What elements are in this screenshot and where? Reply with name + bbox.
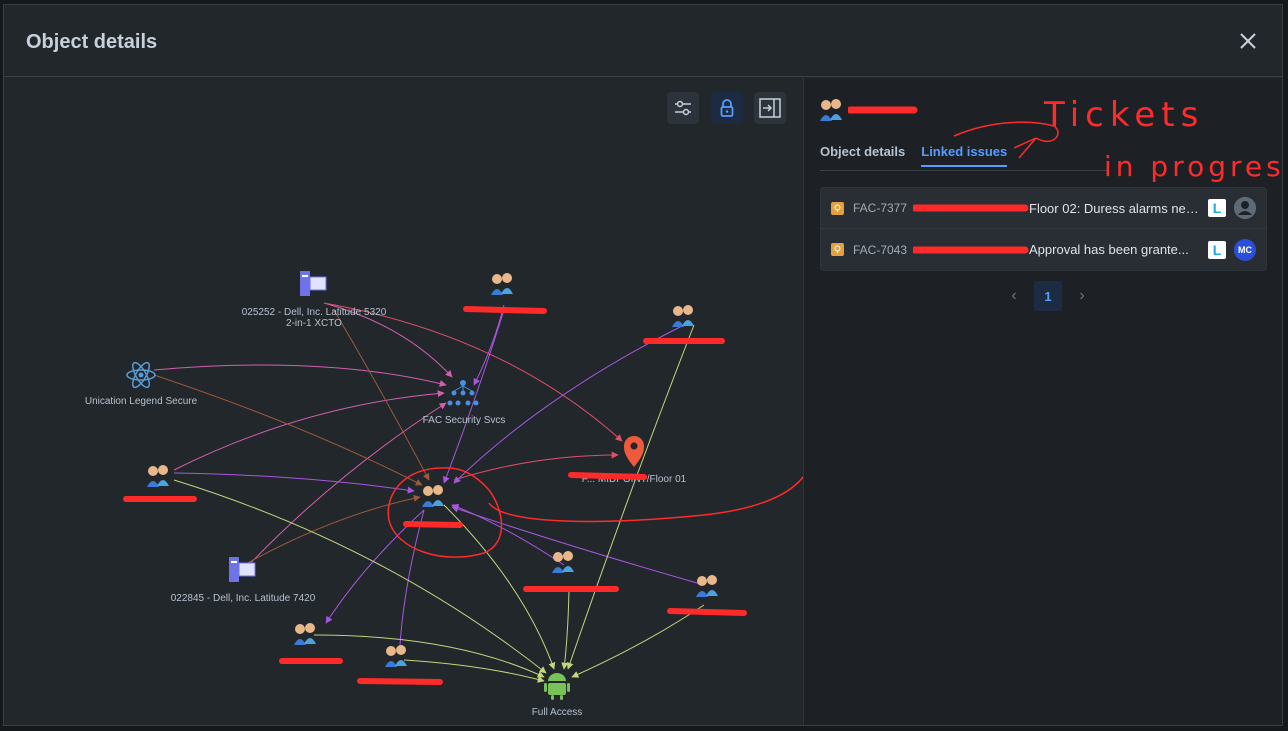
people-icon[interactable] [422,485,444,507]
computer-icon [300,271,327,296]
graph-filter-button[interactable] [667,92,699,124]
tabs-divider [820,170,1108,171]
issue-row[interactable]: FAC-7377 Floor 02: Duress alarms nee... … [821,188,1266,229]
object-details-modal: Object details [3,4,1283,726]
node-laptop-5320[interactable]: 025252 - Dell, Inc. Latitude 5320 2-in-1… [242,271,387,329]
lock-icon [720,99,734,117]
close-button[interactable] [1234,27,1262,55]
node-label: 022845 - Dell, Inc. Latitude 7420 [171,593,316,604]
close-icon [1240,33,1256,49]
org-chart-icon [447,380,479,406]
graph-canvas: 025252 - Dell, Inc. Latitude 5320 2-in-1… [85,271,803,718]
details-panel: Object details Linked issues FAC-7377 Fl… [803,78,1283,725]
people-icon[interactable] [491,273,513,295]
redaction-mark [913,204,1029,212]
sliders-icon [675,100,691,116]
node-full-access[interactable]: Full Access [532,673,583,718]
people-icon[interactable] [672,305,694,327]
node-label: 025252 - Dell, Inc. Latitude 5320 [242,307,387,318]
modal-header: Object details [4,5,1282,77]
panel-collapse-icon [759,98,781,118]
assignee-avatar[interactable]: MC [1234,238,1256,261]
node-label: Unication Legend Secure [85,396,198,407]
handwritten-annotation: Tickets in progress [953,95,1283,183]
map-pin-icon [624,436,644,467]
node-laptop-7420[interactable]: 022845 - Dell, Inc. Latitude 7420 [171,557,316,604]
node-unication[interactable]: Unication Legend Secure [85,360,198,407]
people-icon [820,99,842,121]
redaction-marks [123,306,747,685]
graph-lock-button[interactable] [711,92,743,124]
issue-summary[interactable]: Approval has been grante... [1029,242,1189,257]
chevron-right-icon[interactable]: › [1079,287,1085,304]
people-icon[interactable] [696,575,718,597]
modal-title: Object details [26,31,158,53]
user-icon[interactable] [1234,197,1256,219]
redaction-mark [848,106,918,114]
issue-key[interactable]: FAC-7043 [853,242,908,257]
android-icon [544,673,570,700]
issue-key[interactable]: FAC-7377 [853,201,908,215]
status-icon: L [1208,199,1226,217]
linked-issues-list: FAC-7377 Floor 02: Duress alarms nee... … [820,187,1267,271]
lightbulb-icon [831,201,844,215]
panel-tabs: Object details Linked issues [820,144,1008,167]
pagination: ‹ 1 › [1004,281,1092,311]
node-label: FAC Security Svcs [423,415,506,426]
annotation-text: Tickets [1043,95,1204,135]
people-icon[interactable] [385,645,407,667]
tab-object-details[interactable]: Object details [820,144,906,159]
object-header [820,98,918,122]
status-icon: L [1208,240,1226,259]
page-1-button[interactable]: 1 [1034,281,1062,311]
tab-linked-issues[interactable]: Linked issues [921,144,1008,167]
graph-collapse-button[interactable] [754,92,786,124]
node-fac-security[interactable]: FAC Security Svcs [423,380,506,426]
people-icon[interactable] [294,623,316,645]
node-label: 2-in-1 XCTO [286,318,342,329]
issue-row[interactable]: FAC-7043 Approval has been grante... L M… [821,229,1266,270]
relationship-graph[interactable]: 025252 - Dell, Inc. Latitude 5320 2-in-1… [4,78,803,725]
computer-icon [229,557,256,582]
people-icon[interactable] [147,465,169,487]
people-nodes [147,273,718,667]
atom-icon [126,361,156,389]
redaction-mark [913,246,1029,253]
annotation-circle [387,467,803,558]
lightbulb-icon [831,243,844,256]
people-icon[interactable] [552,551,574,573]
annotation-text: in progress [1104,150,1283,183]
chevron-left-icon[interactable]: ‹ [1011,287,1017,304]
node-label: Full Access [532,707,583,718]
